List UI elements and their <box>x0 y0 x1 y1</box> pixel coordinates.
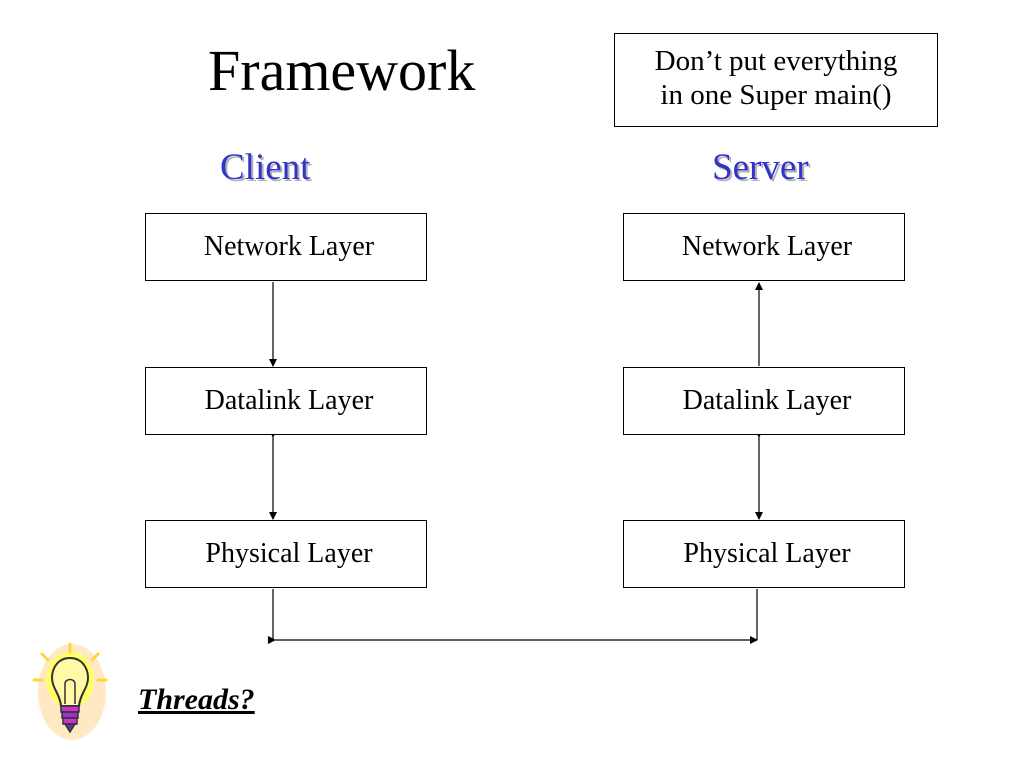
client-datalink-layer-box: Datalink Layer <box>145 367 427 435</box>
server-heading: Server <box>712 147 809 188</box>
threads-question: Threads? <box>138 683 255 716</box>
server-physical-layer-label: Physical Layer <box>683 538 851 569</box>
server-physical-layer-box: Physical Layer <box>623 520 905 588</box>
server-datalink-layer-label: Datalink Layer <box>682 385 852 416</box>
client-heading: Client <box>220 147 311 188</box>
client-network-layer-box: Network Layer <box>145 213 427 281</box>
client-network-layer-label: Network Layer <box>203 231 375 262</box>
note-box: Don’t put everything in one Super main() <box>614 33 938 127</box>
client-physical-layer-label: Physical Layer <box>205 538 373 569</box>
client-physical-layer-box: Physical Layer <box>145 520 427 588</box>
note-line-2: in one Super main() <box>660 79 892 111</box>
slide-title: Framework <box>208 38 476 103</box>
server-datalink-layer-box: Datalink Layer <box>623 367 905 435</box>
server-network-layer-label: Network Layer <box>681 231 853 262</box>
lightbulb-icon <box>32 642 108 740</box>
server-network-layer-box: Network Layer <box>623 213 905 281</box>
client-datalink-layer-label: Datalink Layer <box>204 385 374 416</box>
note-line-1: Don’t put everything <box>654 45 898 77</box>
